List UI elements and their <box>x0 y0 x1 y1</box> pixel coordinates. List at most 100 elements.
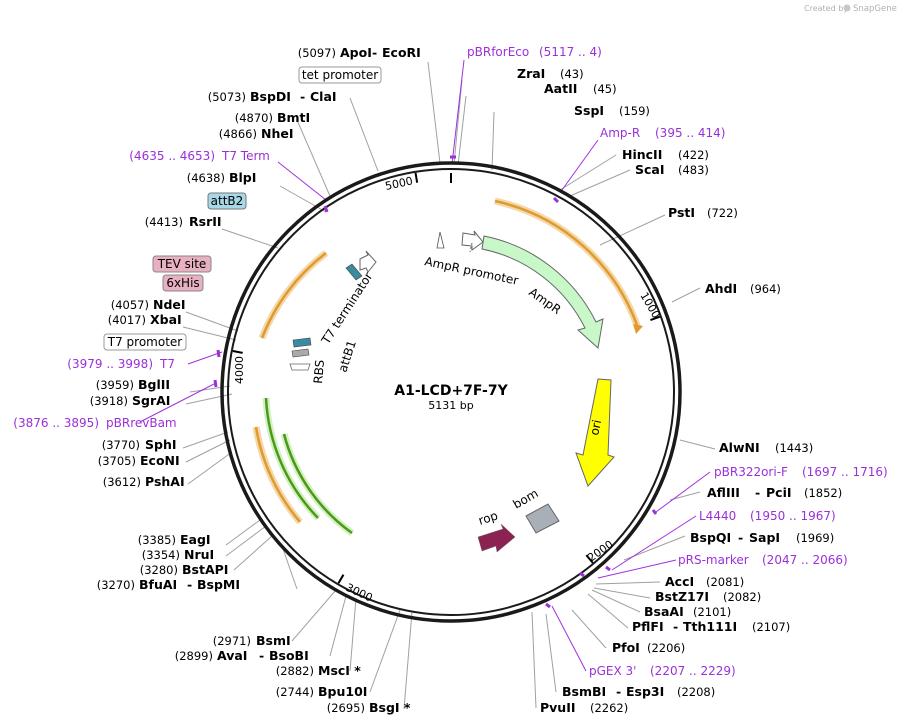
feature-his-block[interactable] <box>291 348 310 358</box>
site-name[interactable]: BfuAI <box>139 577 177 592</box>
site-pos: (43) <box>560 67 584 81</box>
site-name[interactable]: BsmI <box>256 633 291 648</box>
feature-ampr[interactable] <box>481 235 604 349</box>
box-attb2[interactable] <box>207 192 247 210</box>
ampr-promoter-dash <box>469 242 473 253</box>
site-name[interactable]: BspQI <box>690 530 731 545</box>
site-name-2[interactable]: PciI <box>766 485 792 500</box>
site-name[interactable]: PshAI <box>145 474 185 489</box>
site-name-2[interactable]: EcoRI <box>382 45 421 60</box>
site-leader-line <box>403 611 413 710</box>
primer-name[interactable]: pRS-marker <box>678 553 749 567</box>
site-pos: (4866) <box>219 127 257 141</box>
site-name[interactable]: AccI <box>665 574 694 589</box>
primer-leader-line <box>139 383 215 423</box>
site-name[interactable]: NheI <box>261 126 294 141</box>
feature-attb2-block[interactable] <box>345 263 363 281</box>
site-name[interactable]: AlwNI <box>719 440 760 455</box>
site-name[interactable]: NdeI <box>153 297 186 312</box>
orf-arc-ampr-head <box>633 324 643 334</box>
primer-mark <box>651 509 658 515</box>
feature-ampr-promoter[interactable] <box>461 230 484 251</box>
feature-rop[interactable] <box>477 523 516 553</box>
primer-name[interactable]: pBRforEco <box>467 45 529 59</box>
primer-name[interactable]: pBR322ori-F <box>714 465 788 479</box>
primer-leader-line <box>187 351 223 365</box>
feature-attb1-block[interactable] <box>292 337 312 348</box>
site-name[interactable]: PstI <box>668 205 695 220</box>
site-name[interactable]: AvaI <box>217 648 247 663</box>
site-pos: (3959) <box>96 378 134 392</box>
site-leader-line <box>545 613 557 693</box>
restriction-sites-left: (5097) ApoI - EcoRI (5073) BspDI - ClaI … <box>90 45 421 715</box>
site-name[interactable]: BsaAI <box>644 604 684 619</box>
primer-range: (2047 .. 2066) <box>762 553 848 567</box>
site-name[interactable]: SspI <box>574 103 604 118</box>
box-tev-site[interactable] <box>152 255 212 273</box>
site-name[interactable]: HincII <box>622 147 662 162</box>
primer-name[interactable]: pBRrevBam <box>106 416 177 430</box>
site-name[interactable]: ScaI <box>635 162 665 177</box>
bp-ticks <box>232 172 661 584</box>
site-name[interactable]: RsrII <box>189 214 222 229</box>
site-name[interactable]: PfoI <box>612 640 640 655</box>
primer-name[interactable]: pGEX 3' <box>589 664 636 678</box>
site-pos: (4017) <box>108 313 146 327</box>
site-name[interactable]: PflFI <box>632 619 664 634</box>
site-name[interactable]: BsgI * <box>369 700 411 715</box>
feature-bom[interactable] <box>525 503 560 534</box>
tick-mark <box>585 554 594 564</box>
feature-ori[interactable] <box>575 378 615 487</box>
primer-name[interactable]: T7 <box>159 357 175 371</box>
snapgene-watermark: Created by SnapGene <box>804 4 897 14</box>
site-name-2[interactable]: Tth111I <box>683 619 737 634</box>
box-6xhis[interactable] <box>162 274 204 292</box>
site-leader-line <box>571 609 607 649</box>
feature-t7-terminator-arrow[interactable] <box>359 250 377 273</box>
site-name[interactable]: AhdI <box>705 281 737 296</box>
primer-mark <box>216 349 221 358</box>
site-name[interactable]: NruI <box>184 547 214 562</box>
site-name[interactable]: AatII <box>544 81 577 96</box>
site-name[interactable]: EcoNI <box>140 453 180 468</box>
primer-mark <box>579 571 585 578</box>
box-label: T7 promoter <box>107 335 183 349</box>
site-name[interactable]: XbaI <box>150 312 182 327</box>
primer-name[interactable]: L4440 <box>699 509 736 523</box>
site-pos: (2081) <box>706 575 744 589</box>
box-tet-promoter[interactable] <box>298 66 382 84</box>
site-name[interactable]: Bpu10I <box>318 684 367 699</box>
feature-rbs-block[interactable] <box>289 363 311 371</box>
site-name[interactable]: BspDI <box>250 89 291 104</box>
site-name-2[interactable]: BsoBI <box>269 648 309 663</box>
site-name-2[interactable]: SapI <box>749 530 780 545</box>
site-name[interactable]: MscI * <box>318 663 361 678</box>
site-name-2[interactable]: Esp3I <box>626 684 664 699</box>
site-name[interactable]: ApoI <box>340 45 372 60</box>
site-pos: (3385) <box>138 533 176 547</box>
label-leader-lines <box>139 59 716 710</box>
site-name[interactable]: BglII <box>138 377 170 392</box>
site-name[interactable]: ZraI <box>517 66 545 81</box>
site-name[interactable]: SgrAI <box>132 393 170 408</box>
site-name-2[interactable]: BspMI <box>197 577 240 592</box>
backbone-inner-ring <box>227 168 675 616</box>
primer-name[interactable]: T7 Term <box>221 149 270 163</box>
primer-name[interactable]: Amp-R <box>600 126 640 140</box>
site-pos: (1852) <box>804 486 842 500</box>
site-name[interactable]: BstAPI <box>182 562 228 577</box>
site-name[interactable]: SphI <box>145 437 177 452</box>
site-name-2[interactable]: ClaI <box>310 89 337 104</box>
site-pos: (3280) <box>140 563 178 577</box>
site-name[interactable]: EagI <box>180 532 211 547</box>
tick-label-5000: 5000 <box>384 174 414 193</box>
site-name[interactable]: BmtI <box>277 110 310 125</box>
site-name[interactable]: AflIII <box>707 485 740 500</box>
site-name[interactable]: BstZ17I <box>655 589 709 604</box>
box-t7-promoter[interactable] <box>103 333 187 351</box>
boxed-feature-labels: tet promoter attB2 TEV site 6xHis T7 pro… <box>103 66 382 351</box>
site-name[interactable]: BsmBI <box>562 684 606 699</box>
site-name[interactable]: PvuII <box>540 700 576 715</box>
site-name[interactable]: BlpI <box>229 170 256 185</box>
